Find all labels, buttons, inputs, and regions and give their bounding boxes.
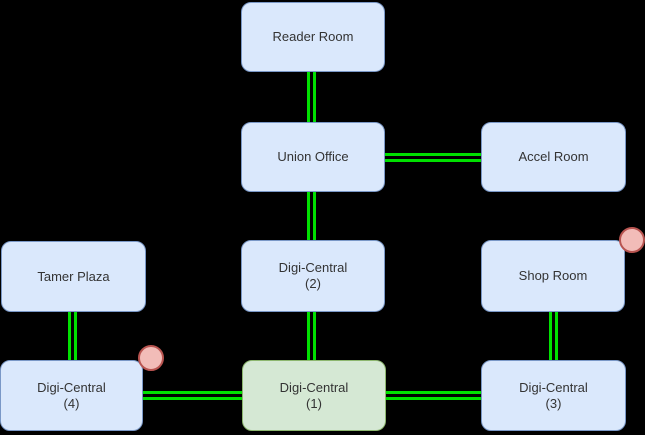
node-label: Tamer Plaza xyxy=(37,268,110,284)
node-digi-central-3[interactable]: Digi-Central (3) xyxy=(481,360,626,431)
node-label: Digi-Central xyxy=(519,379,588,395)
node-label: Union Office xyxy=(277,149,349,164)
node-tamer-plaza[interactable]: Tamer Plaza xyxy=(1,241,146,312)
node-sublabel: (2) xyxy=(305,276,321,291)
edge-digi-central-4-digi-central-1[interactable] xyxy=(143,390,242,400)
node-digi-central-2[interactable]: Digi-Central (2) xyxy=(241,240,385,312)
node-sublabel: (1) xyxy=(306,395,322,411)
edge-tamer-plaza-digi-central-4[interactable] xyxy=(67,312,77,360)
node-label: Digi-Central xyxy=(278,260,348,275)
node-label: Accel Room xyxy=(518,149,589,164)
node-union-office[interactable]: Union Office xyxy=(241,122,385,192)
edge-reader-room-union-office[interactable] xyxy=(306,72,316,122)
edge-union-office-digi-central-2[interactable] xyxy=(306,192,316,240)
node-digi-central-1[interactable]: Digi-Central (1) xyxy=(242,360,386,431)
node-reader-room[interactable]: Reader Room xyxy=(241,2,385,72)
edge-shop-room-digi-central-3[interactable] xyxy=(548,312,558,360)
node-label: Digi-Central xyxy=(37,379,106,395)
edge-union-office-accel-room[interactable] xyxy=(385,152,481,162)
node-label: Reader Room xyxy=(272,29,354,44)
node-sublabel: (4) xyxy=(63,395,80,411)
node-accel-room[interactable]: Accel Room xyxy=(481,122,626,192)
node-shop-room[interactable]: Shop Room xyxy=(481,240,625,312)
edge-digi-central-2-digi-central-1[interactable] xyxy=(306,312,316,360)
endpoint-marker-circle[interactable] xyxy=(138,345,164,371)
node-digi-central-4[interactable]: Digi-Central (4) xyxy=(0,360,143,431)
edge-digi-central-1-digi-central-3[interactable] xyxy=(386,390,481,400)
node-sublabel: (3) xyxy=(545,395,562,411)
node-label: Digi-Central xyxy=(279,379,349,395)
node-label: Shop Room xyxy=(518,268,588,283)
endpoint-marker-circle[interactable] xyxy=(619,227,645,253)
